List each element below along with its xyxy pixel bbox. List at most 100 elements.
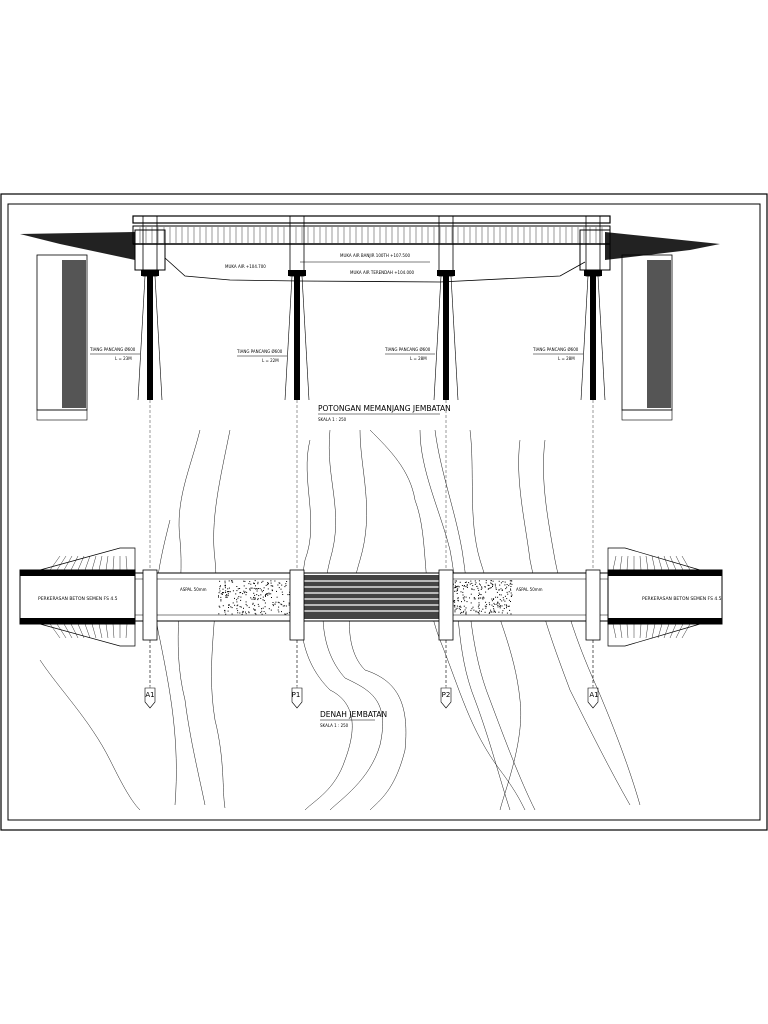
stipple-dot — [455, 586, 457, 588]
stipple-dot — [231, 580, 233, 582]
stipple-dot — [479, 583, 480, 585]
stipple-dot — [478, 613, 480, 615]
stipple-dot — [243, 607, 244, 609]
stipple-dot — [473, 598, 475, 600]
stipple-dot — [459, 605, 461, 607]
pile-label-length: L = 23M — [115, 356, 132, 361]
stipple-dot — [218, 592, 220, 594]
stipple-dot — [454, 580, 456, 582]
stipple-dot — [484, 586, 486, 588]
stipple-dot — [274, 580, 276, 582]
stipple-dot — [265, 584, 267, 586]
stipple-dot — [470, 593, 472, 595]
stipple-dot — [458, 586, 460, 588]
stipple-dot — [453, 601, 455, 603]
stipple-dot — [506, 598, 508, 600]
stipple-dot — [227, 591, 228, 593]
hatch-line — [626, 555, 629, 571]
stipple-dot — [268, 592, 270, 594]
stipple-dot — [465, 586, 467, 588]
stipple-dot — [468, 582, 470, 584]
stipple-dot — [454, 609, 456, 611]
stipple-dot — [219, 606, 221, 608]
pile-label-4: TIANG PANCANG Ø600 L = 28M — [532, 347, 583, 361]
stipple-dot — [228, 591, 230, 593]
stipple-dot — [226, 595, 228, 597]
stipple-dot — [242, 611, 244, 613]
stipple-dot — [245, 611, 246, 613]
stipple-dot — [492, 586, 493, 587]
pier-column — [585, 215, 601, 277]
stipple-dot — [224, 585, 226, 587]
stipple-dot — [494, 604, 496, 605]
approach-road-left-curb-bottom — [20, 618, 135, 624]
stipple-dot — [480, 588, 482, 590]
stipple-dot — [220, 596, 222, 598]
stipple-dot — [511, 594, 513, 596]
stipple-dot — [510, 601, 511, 602]
stipple-dot — [254, 605, 256, 607]
stipple-dot — [497, 596, 499, 598]
stipple-dot — [493, 609, 495, 611]
stipple-dot — [508, 605, 510, 607]
stipple-dot — [496, 603, 498, 605]
stipple-dot — [237, 588, 239, 590]
stipple-dot — [270, 580, 272, 582]
stipple-dot — [277, 609, 279, 611]
stipple-dot — [464, 609, 466, 611]
stipple-dot — [463, 605, 465, 607]
wing-wall-right-bottom — [607, 623, 701, 647]
stipple-dot — [510, 589, 512, 591]
stipple-dot — [227, 588, 229, 590]
pile-raker — [597, 275, 606, 401]
plan-support-4 — [585, 569, 601, 709]
stipple-dot — [485, 607, 487, 609]
hatch-line — [125, 623, 128, 639]
stipple-dot — [272, 605, 274, 607]
abutment-left — [134, 229, 166, 271]
stipple-dot — [240, 596, 242, 598]
stipple-dot — [471, 588, 473, 590]
stipple-dot — [454, 585, 456, 587]
stipple-dot — [489, 587, 491, 589]
stipple-dot — [256, 594, 258, 596]
hatch-line — [612, 623, 617, 639]
stipple-dot — [239, 592, 241, 594]
stipple-dot — [492, 599, 494, 600]
stipple-dot — [480, 597, 481, 599]
stipple-dot — [218, 605, 220, 607]
stipple-dot — [223, 592, 225, 594]
wing-wall-hatching — [49, 555, 691, 639]
stipple-dot — [225, 613, 227, 615]
stipple-dot — [462, 597, 464, 599]
stipple-dot — [284, 586, 286, 588]
hatch-line — [669, 623, 677, 639]
plan-support-1 — [142, 569, 158, 709]
stipple-dot — [255, 585, 256, 587]
stipple-dot — [236, 590, 238, 592]
stipple-dot — [245, 601, 247, 603]
stipple-dot — [277, 601, 279, 603]
stipple-dot — [478, 602, 480, 604]
stipple-dot — [257, 588, 259, 589]
stipple-dot — [231, 607, 233, 609]
stipple-dot — [453, 605, 455, 607]
pile-label-length: L = 22M — [262, 358, 279, 363]
stipple-dot — [476, 586, 478, 587]
stipple-dot — [226, 594, 228, 595]
stipple-dot — [227, 610, 229, 612]
stipple-dot — [250, 583, 252, 585]
stipple-dot — [504, 595, 506, 597]
stipple-dot — [237, 597, 239, 599]
stipple-dot — [461, 601, 462, 603]
stipple-dot — [499, 594, 501, 596]
stipple-dot — [509, 609, 511, 611]
hatch-line — [681, 555, 691, 571]
stipple-dot — [245, 603, 247, 605]
hatch-line — [675, 623, 684, 639]
stipple-dot — [262, 580, 264, 582]
stipple-dot — [475, 611, 477, 613]
stipple-dot — [228, 580, 230, 582]
stipple-dot — [248, 583, 250, 585]
support-label-p2: P2 — [442, 691, 451, 699]
